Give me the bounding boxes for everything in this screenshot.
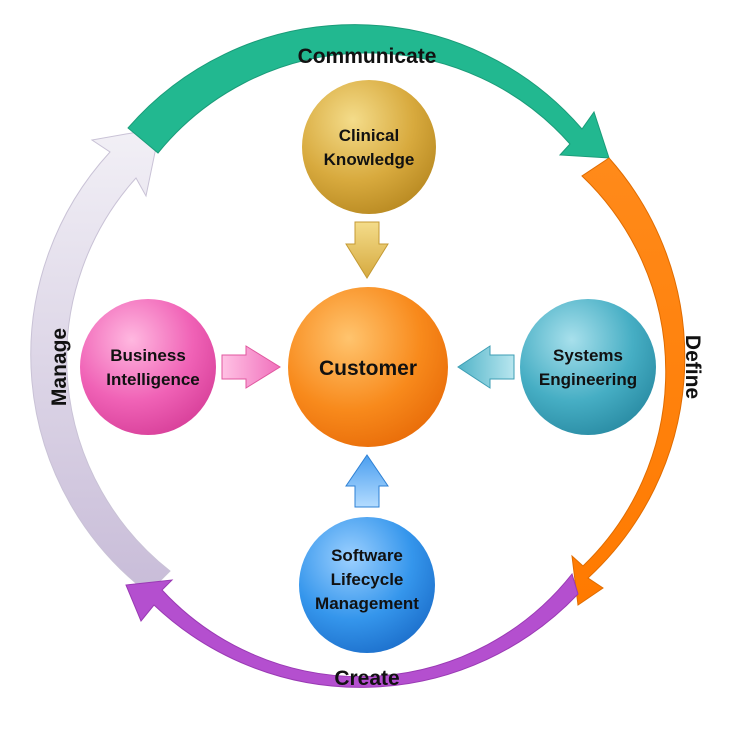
systems-engineering-line1: Systems bbox=[553, 346, 623, 365]
clinical-to-customer-arrow bbox=[345, 221, 389, 279]
customer-node: Customer bbox=[288, 287, 448, 447]
software-to-customer-arrow bbox=[345, 454, 389, 508]
software-lifecycle-line2: Lifecycle bbox=[331, 570, 404, 589]
clinical-knowledge-line1: Clinical bbox=[339, 126, 399, 145]
software-lifecycle-line3: Management bbox=[315, 594, 419, 613]
create-label: Create bbox=[334, 667, 399, 690]
systems-engineering-line2: Engineering bbox=[539, 370, 637, 389]
clinical-knowledge-node: Clinical Knowledge bbox=[302, 80, 436, 214]
business-intelligence-line2: Intelligence bbox=[106, 370, 200, 389]
business-intelligence-circle bbox=[80, 299, 216, 435]
clinical-knowledge-circle bbox=[302, 80, 436, 214]
software-lifecycle-line1: Software bbox=[331, 546, 403, 565]
software-lifecycle-node: Software Lifecycle Management bbox=[299, 517, 435, 653]
define-label: Define bbox=[681, 335, 704, 399]
create-cycle-arrow bbox=[125, 572, 579, 688]
manage-cycle-arrow bbox=[30, 127, 171, 594]
systems-engineering-circle bbox=[520, 299, 656, 435]
business-intelligence-line1: Business bbox=[110, 346, 186, 365]
business-to-customer-arrow bbox=[221, 345, 281, 389]
manage-label: Manage bbox=[48, 328, 71, 406]
business-intelligence-node: Business Intelligence bbox=[80, 299, 216, 435]
clinical-knowledge-line2: Knowledge bbox=[324, 150, 415, 169]
software-lifecycle-circle bbox=[299, 517, 435, 653]
systems-to-customer-arrow bbox=[457, 345, 515, 389]
communicate-label: Communicate bbox=[298, 45, 437, 68]
systems-engineering-node: Systems Engineering bbox=[520, 299, 656, 435]
define-cycle-arrow bbox=[571, 157, 686, 606]
customer-label: Customer bbox=[319, 357, 417, 380]
customer-circle bbox=[288, 287, 448, 447]
